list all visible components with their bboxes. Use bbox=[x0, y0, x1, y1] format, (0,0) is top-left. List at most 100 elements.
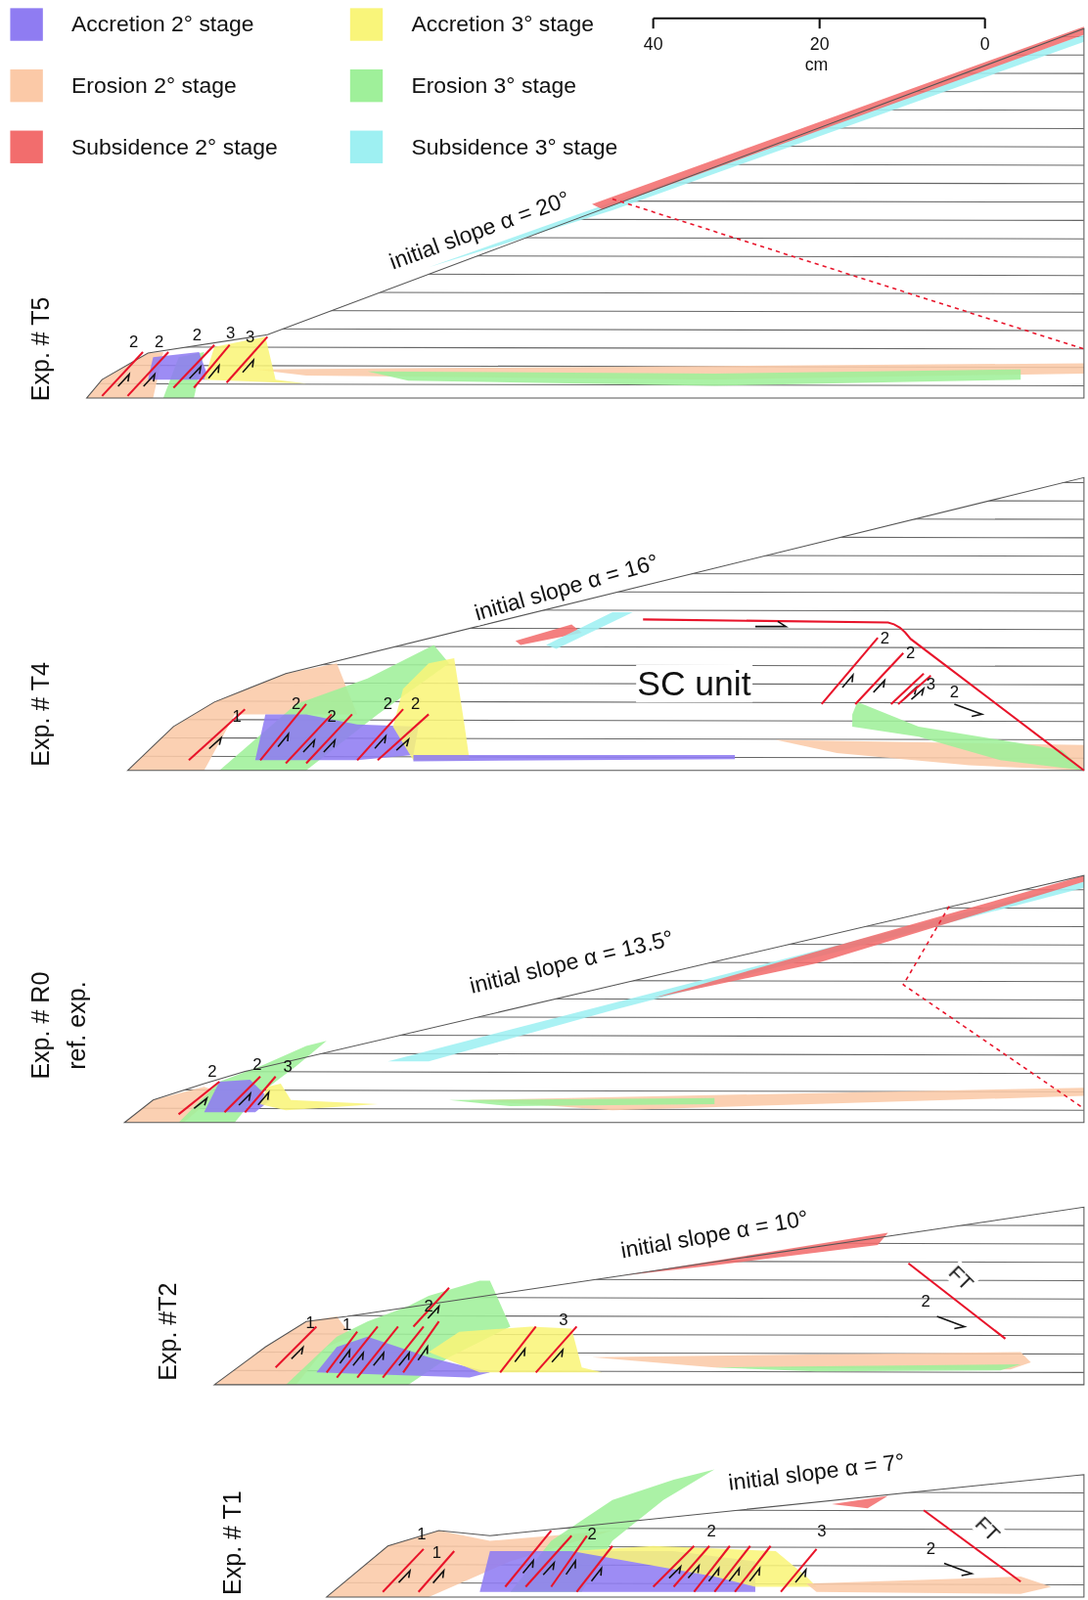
slip-arrow bbox=[277, 733, 289, 747]
callout-number: 1 bbox=[341, 1315, 353, 1334]
slip-arrow bbox=[728, 1569, 739, 1583]
slip-arrow bbox=[944, 1563, 972, 1577]
wedge-outline bbox=[326, 1475, 1085, 1598]
fault-line bbox=[127, 352, 169, 397]
callout-number: 2 bbox=[879, 629, 891, 647]
slip-arrow bbox=[209, 737, 222, 749]
fault-line bbox=[653, 1546, 695, 1588]
callout-number: 2 bbox=[919, 1292, 931, 1311]
callout-number: 3 bbox=[225, 323, 236, 342]
slip-arrow bbox=[937, 1316, 965, 1330]
callout-number: 3 bbox=[244, 327, 256, 346]
fault-label: FT bbox=[944, 1260, 980, 1296]
slip-arrow bbox=[323, 740, 335, 753]
fault-line bbox=[536, 1326, 578, 1373]
callout-number: 1 bbox=[304, 1314, 316, 1332]
callout-number: 3 bbox=[557, 1311, 569, 1329]
slip-arrow bbox=[708, 1569, 719, 1583]
slip-arrow bbox=[208, 365, 220, 379]
slip-arrow bbox=[353, 1353, 363, 1366]
panel-label: Exp. # T1 bbox=[219, 1490, 247, 1597]
slip-arrow bbox=[523, 1561, 535, 1575]
callout-number: 2 bbox=[206, 1062, 218, 1081]
slip-arrow bbox=[242, 360, 254, 372]
callout-number: 3 bbox=[816, 1522, 827, 1541]
fault-line bbox=[714, 1546, 751, 1593]
slip-arrow bbox=[669, 1567, 681, 1580]
scale-value: 0 bbox=[979, 35, 992, 54]
stage-area bbox=[179, 1041, 327, 1123]
slip-arrow bbox=[910, 688, 924, 700]
stage-area bbox=[147, 352, 210, 380]
fault-line bbox=[734, 1546, 771, 1593]
slip-arrow bbox=[118, 374, 130, 387]
callout-number: 2 bbox=[325, 707, 337, 726]
callout-number: 1 bbox=[415, 1525, 427, 1543]
scale-unit: cm bbox=[804, 55, 830, 75]
fault-line bbox=[891, 674, 924, 705]
slip-arrow bbox=[373, 1353, 384, 1366]
fault-line bbox=[693, 1546, 730, 1593]
slip-arrow bbox=[189, 366, 202, 379]
fault-line bbox=[336, 1326, 378, 1378]
slip-arrow bbox=[374, 736, 386, 749]
callout-number: 2 bbox=[905, 644, 916, 663]
callout-number: 3 bbox=[925, 675, 937, 693]
callout-number: 2 bbox=[128, 332, 139, 351]
stage-area bbox=[367, 369, 1022, 387]
slip-arrow bbox=[953, 704, 982, 718]
slip-arrow bbox=[399, 1353, 409, 1366]
fault-line bbox=[412, 1288, 450, 1328]
callout-number: 2 bbox=[251, 1055, 263, 1074]
fault-line bbox=[326, 1332, 358, 1374]
legend-swatch bbox=[350, 69, 383, 102]
slip-arrow bbox=[566, 1561, 577, 1576]
slip-arrow bbox=[291, 1348, 304, 1360]
slip-arrow bbox=[193, 1098, 207, 1109]
fault-line bbox=[225, 1077, 262, 1114]
slip-arrow bbox=[795, 1570, 807, 1584]
slip-arrow bbox=[590, 1569, 601, 1583]
legend-text: Erosion 3° stage bbox=[410, 73, 577, 98]
stage-area bbox=[260, 1084, 378, 1111]
callout-number: 2 bbox=[382, 695, 394, 714]
legend-text: Accretion 2° stage bbox=[71, 12, 255, 38]
dotted-line bbox=[903, 906, 1083, 1109]
callout-number: 2 bbox=[153, 332, 165, 351]
stage-area bbox=[412, 755, 735, 762]
fault-line bbox=[193, 345, 230, 389]
stage-area bbox=[204, 336, 307, 384]
scale-value: 40 bbox=[642, 35, 665, 54]
fault-line bbox=[499, 1326, 537, 1373]
slip-arrow bbox=[258, 1092, 270, 1106]
slip-arrow bbox=[238, 1093, 251, 1106]
slip-arrow bbox=[755, 621, 786, 627]
stage-area bbox=[428, 1326, 602, 1373]
fault-line bbox=[357, 1326, 399, 1378]
panel-label: ref. exp. bbox=[64, 980, 92, 1072]
callout-number: 2 bbox=[191, 325, 203, 344]
slip-arrow bbox=[143, 374, 155, 387]
stage-area bbox=[852, 702, 1085, 771]
fault-line bbox=[377, 714, 429, 761]
fault-line bbox=[275, 1326, 318, 1368]
stage-area bbox=[393, 658, 470, 761]
slope-label: initial slope α = 7° bbox=[725, 1450, 907, 1496]
callout-number: 1 bbox=[431, 1544, 443, 1563]
slip-arrow bbox=[398, 1571, 410, 1584]
stage-area bbox=[591, 26, 1085, 210]
scale-value: 20 bbox=[809, 35, 831, 54]
legend-text: Subsidence 2° stage bbox=[71, 135, 278, 160]
slip-arrow bbox=[842, 675, 854, 688]
wedge-outline bbox=[124, 875, 1085, 1124]
fault-line bbox=[898, 676, 931, 705]
legend-swatch bbox=[350, 7, 383, 41]
callout-number: 2 bbox=[925, 1541, 937, 1559]
dotted-line bbox=[612, 198, 1085, 349]
legend-swatch bbox=[9, 131, 43, 164]
callout-number: 2 bbox=[409, 695, 421, 714]
stage-area bbox=[449, 1098, 715, 1107]
slip-arrow bbox=[433, 1571, 445, 1585]
wedge-outline bbox=[127, 477, 1084, 771]
fault-line bbox=[357, 709, 404, 761]
